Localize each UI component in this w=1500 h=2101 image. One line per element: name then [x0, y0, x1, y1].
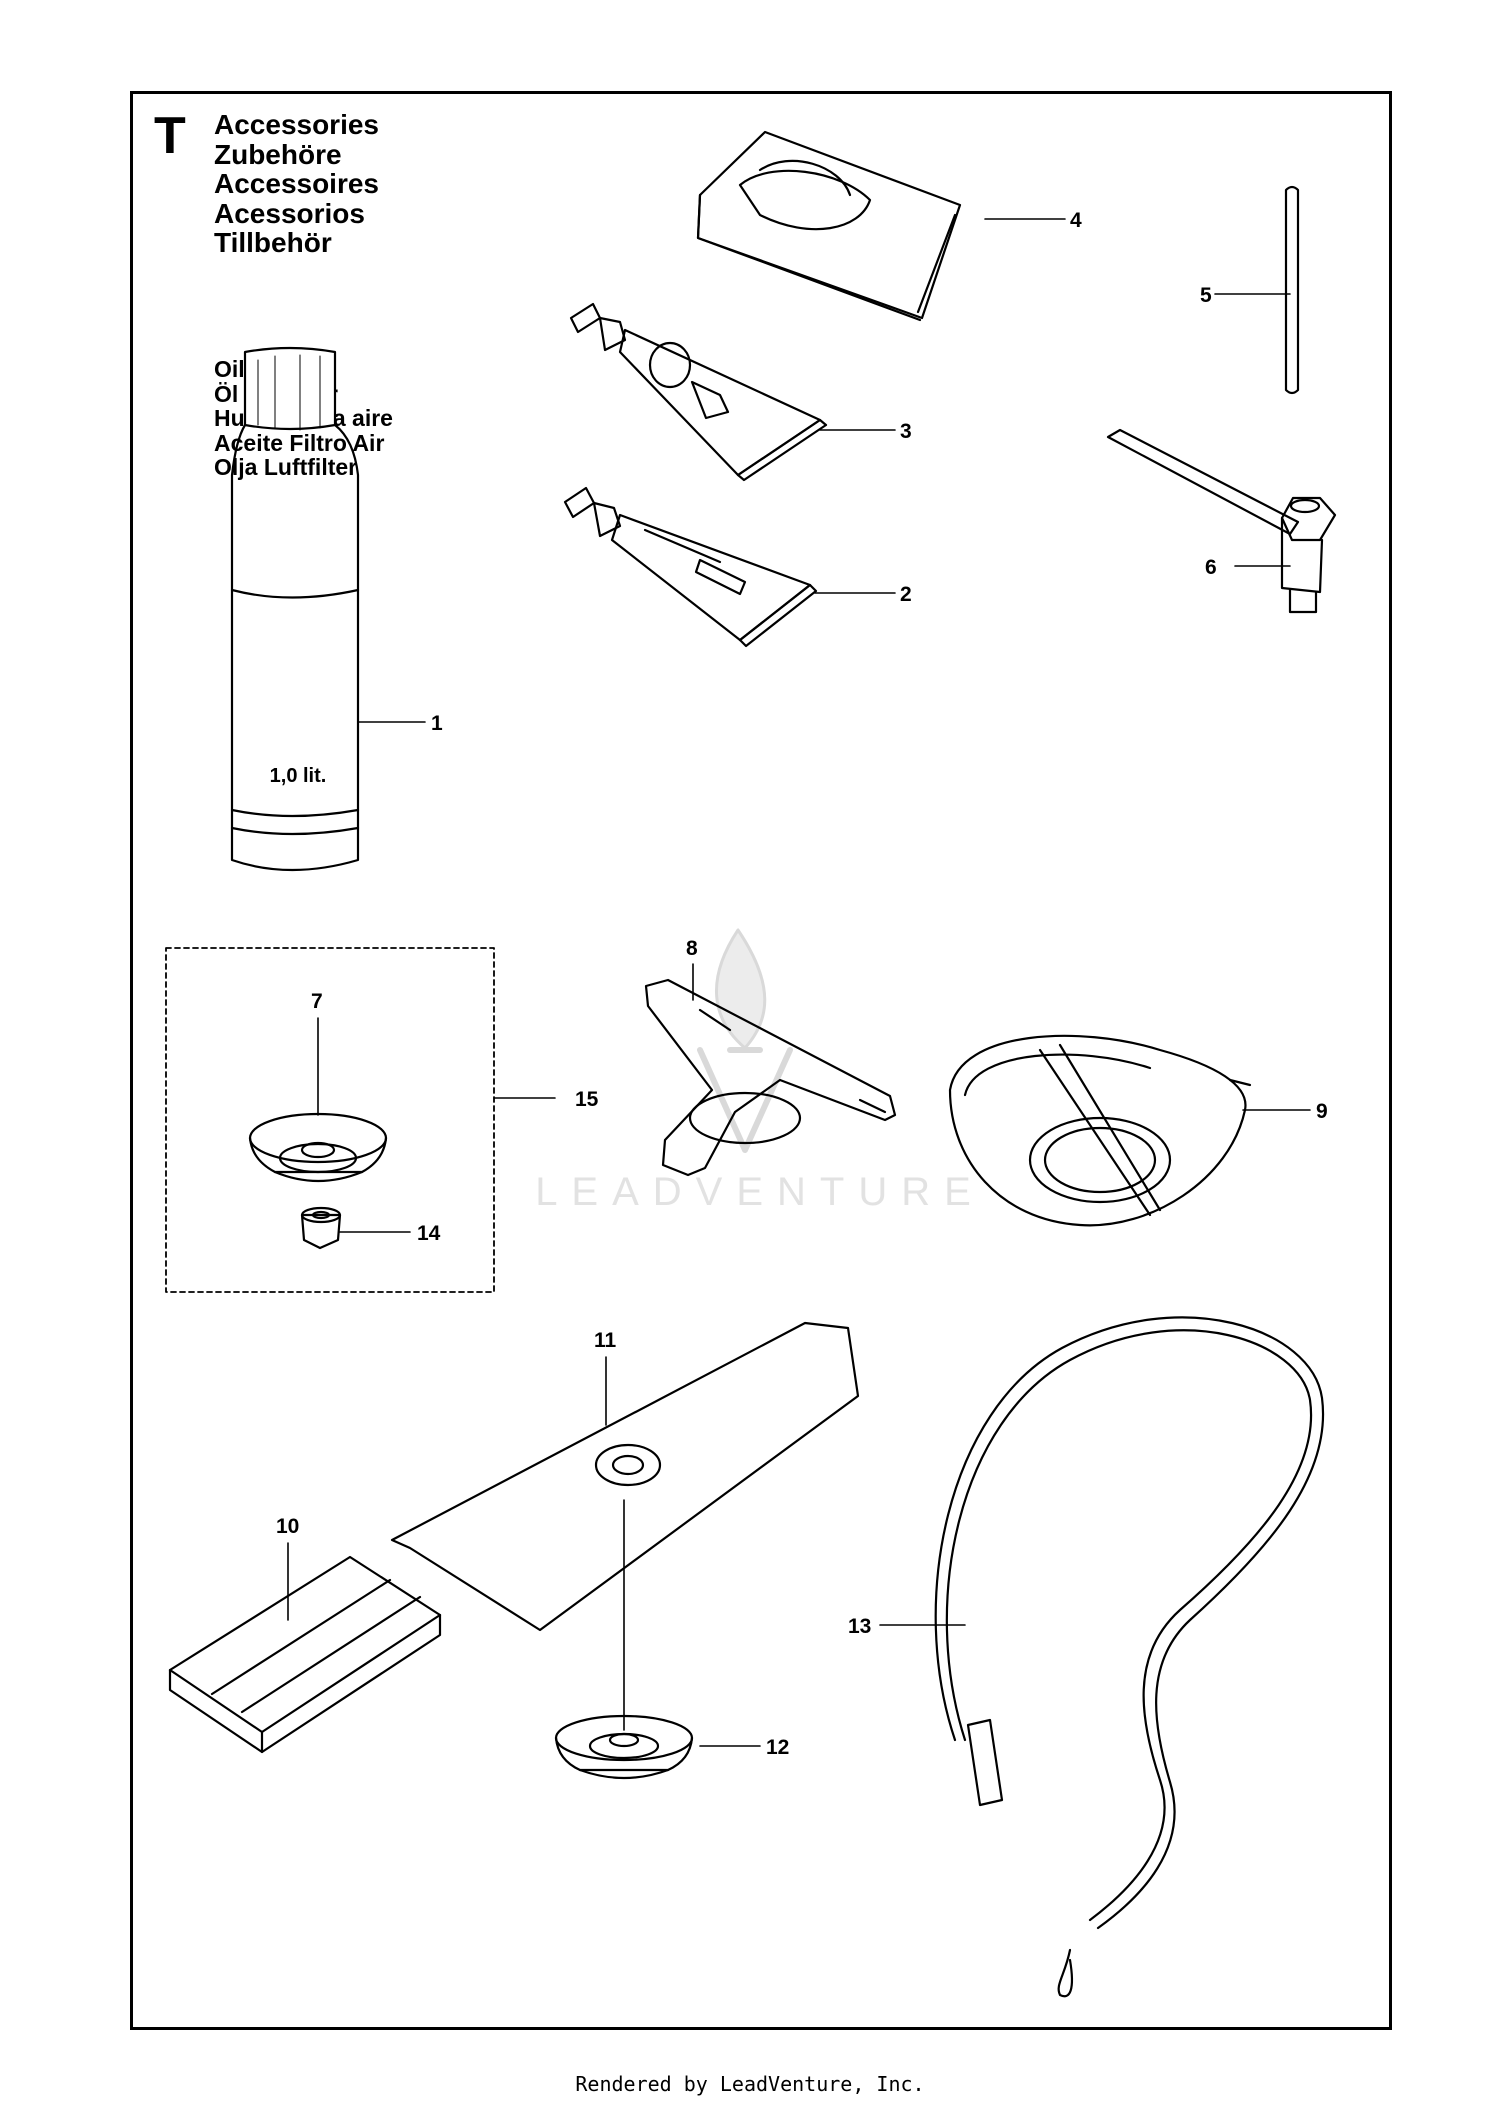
support-cup	[248, 1112, 388, 1183]
watermark-text: LEADVENTURE	[535, 1170, 985, 1214]
callouts: 1 2 3 4 5 6 7 8 9 10 11 12 13 14 15	[276, 209, 1328, 1759]
leader-lines	[287, 218, 1311, 1747]
callout-10: 10	[276, 1515, 299, 1538]
title-line: Acessorios	[214, 197, 365, 229]
oil-bottle: 1,0 lit.	[230, 346, 360, 872]
callout-5: 5	[1200, 284, 1212, 307]
callout-12: 12	[766, 1736, 789, 1759]
callout-1: 1	[431, 712, 443, 735]
callout-3: 3	[900, 420, 912, 443]
callout-7: 7	[311, 990, 323, 1013]
callout-13: 13	[848, 1615, 871, 1638]
title-line: Zubehöre	[214, 138, 342, 170]
harness-strap	[934, 1316, 1325, 1998]
harness-pouch	[696, 130, 962, 322]
callout-9: 9	[1316, 1100, 1328, 1123]
nut	[300, 1206, 342, 1250]
transport-guard	[168, 1555, 442, 1754]
kit-group-box	[165, 947, 495, 1293]
callout-6: 6	[1205, 556, 1217, 579]
callout-4: 4	[1070, 209, 1082, 232]
oil-label-line: Olja Luftfilter	[214, 454, 358, 480]
footer-credit: Rendered by LeadVenture, Inc.	[575, 2072, 925, 2096]
locking-pin	[1284, 185, 1300, 395]
combination-spanner	[1106, 428, 1337, 614]
callout-15: 15	[575, 1088, 599, 1111]
support-plate	[644, 978, 897, 1177]
title-line: Accessories	[214, 109, 380, 140]
title-line: Tillbehör	[214, 227, 332, 258]
grass-blade	[390, 1321, 860, 1632]
callout-2: 2	[900, 583, 912, 606]
diagram-frame	[130, 91, 1392, 2030]
callout-8: 8	[686, 937, 698, 960]
watermark-logo: LEADVENTURE	[535, 928, 985, 1214]
blade-guard	[948, 1034, 1252, 1227]
callout-11: 11	[594, 1329, 617, 1352]
grease-tube-3	[569, 302, 828, 482]
title-line: Accessoires	[214, 168, 380, 199]
section-letter: T	[154, 107, 186, 165]
grease-tube-2	[563, 486, 818, 648]
title-block: Accessories Zubehöre Accessoires Acessor…	[214, 110, 379, 258]
callout-14: 14	[417, 1222, 441, 1245]
bottle-label: 1,0 lit.	[270, 765, 327, 787]
oil-label-line: Aceite Filtro Air	[214, 429, 385, 456]
